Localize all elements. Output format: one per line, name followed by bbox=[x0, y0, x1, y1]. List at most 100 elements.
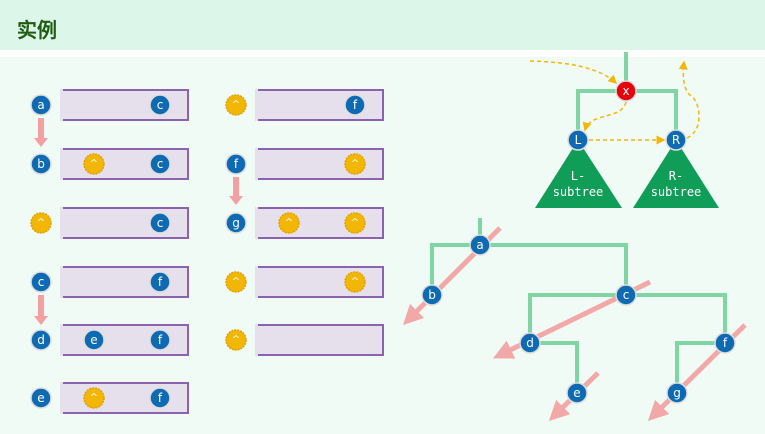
list-row: ^f bbox=[225, 89, 384, 121]
list-row: d e f bbox=[30, 324, 189, 356]
tree-node bbox=[421, 284, 443, 306]
null-pointer-icon bbox=[344, 271, 366, 293]
slot-node-label: ^ bbox=[351, 159, 359, 170]
slot-node bbox=[149, 153, 171, 175]
box-left-edge bbox=[255, 207, 258, 239]
list-box bbox=[255, 324, 384, 356]
tree-node-label: d bbox=[526, 336, 534, 350]
tree-node-label: a bbox=[476, 238, 483, 252]
slot-node bbox=[149, 212, 171, 234]
null-pointer-icon bbox=[225, 271, 247, 293]
list-node-label: d bbox=[37, 333, 45, 347]
slot-node-label: ^ bbox=[285, 218, 293, 229]
slot-node-label: c bbox=[157, 157, 164, 171]
null-pointer-icon bbox=[225, 329, 247, 351]
box-left-edge bbox=[255, 89, 258, 121]
left-subtree-triangle bbox=[535, 140, 622, 208]
box-left-edge bbox=[60, 89, 63, 121]
box-left-edge bbox=[60, 207, 63, 239]
tree-node bbox=[566, 382, 588, 404]
page-title: 实例 bbox=[17, 18, 57, 42]
list-row: ^ bbox=[225, 324, 384, 356]
list-node bbox=[225, 153, 247, 175]
slot-node-label: ^ bbox=[351, 277, 359, 288]
tree-node bbox=[714, 332, 736, 354]
tree-node-label: e bbox=[573, 386, 580, 400]
slot-node-label: c bbox=[157, 98, 164, 112]
slot-node-label: ^ bbox=[90, 393, 98, 404]
traversal-schema: L- subtree R- subtree x L R bbox=[529, 52, 719, 208]
left-node bbox=[567, 129, 589, 151]
list-node-label: f bbox=[234, 157, 239, 171]
exit-arrow bbox=[678, 60, 700, 139]
list-node-label: c bbox=[38, 275, 45, 289]
tree-node bbox=[615, 284, 637, 306]
right-node-label: R bbox=[672, 133, 680, 147]
down-arrow bbox=[34, 295, 48, 325]
binary-tree: a b c d e f g bbox=[402, 218, 747, 422]
tree-node-label: g bbox=[673, 386, 681, 400]
down-arrow bbox=[34, 118, 48, 147]
header: 实例 bbox=[0, 0, 765, 50]
slot-node-label: f bbox=[353, 98, 358, 112]
slot-node-label: f bbox=[158, 391, 163, 405]
box-left-edge bbox=[60, 148, 63, 180]
right-node bbox=[665, 129, 687, 151]
right-subtree-triangle bbox=[633, 140, 719, 208]
tree-node-label: f bbox=[723, 336, 728, 350]
tree-node bbox=[469, 234, 491, 256]
list-node bbox=[30, 329, 52, 351]
slot-node-label: f bbox=[158, 333, 163, 347]
list-node bbox=[225, 212, 247, 234]
slot-node-label: ^ bbox=[90, 159, 98, 170]
slot-node-label: ^ bbox=[351, 218, 359, 229]
null-pointer-icon bbox=[30, 212, 52, 234]
list-row: ^^ bbox=[225, 266, 384, 298]
slot-node bbox=[83, 329, 105, 351]
null-pointer-icon bbox=[278, 212, 300, 234]
slot-node-label: c bbox=[157, 216, 164, 230]
box-left-edge bbox=[255, 266, 258, 298]
left-subtree-label-2: subtree bbox=[553, 185, 604, 199]
list-row: b ^ c bbox=[30, 148, 189, 180]
list-row: e^f bbox=[30, 382, 189, 414]
root-node-label: x bbox=[622, 84, 629, 98]
list-node bbox=[30, 94, 52, 116]
list-node-label: ^ bbox=[232, 277, 240, 288]
slot-node bbox=[149, 387, 171, 409]
slot-node-label: e bbox=[90, 333, 97, 347]
null-pointer-icon bbox=[83, 387, 105, 409]
slot-node bbox=[149, 329, 171, 351]
list-node bbox=[30, 153, 52, 175]
list-node-label: ^ bbox=[232, 100, 240, 111]
to-left-arrow bbox=[582, 101, 627, 132]
box-left-edge bbox=[60, 324, 63, 356]
right-subtree-label-2: subtree bbox=[651, 185, 702, 199]
enter-arrow bbox=[529, 60, 618, 85]
null-pointer-icon bbox=[344, 153, 366, 175]
list-node-label: a bbox=[37, 98, 44, 112]
null-pointer-icon bbox=[225, 94, 247, 116]
tree-node bbox=[666, 382, 688, 404]
box-left-edge bbox=[60, 266, 63, 298]
list-row: f^ bbox=[225, 148, 384, 180]
null-pointer-icon bbox=[344, 212, 366, 234]
box-left-edge bbox=[255, 148, 258, 180]
list-node bbox=[30, 387, 52, 409]
list-row: g^^ bbox=[225, 207, 384, 239]
right-subtree-label-1: R- bbox=[669, 169, 683, 183]
box-left-edge bbox=[60, 382, 63, 414]
left-subtree-label-1: L- bbox=[571, 169, 585, 183]
left-node-label: L bbox=[575, 133, 582, 147]
list-node-label: b bbox=[37, 157, 45, 171]
slot-node bbox=[344, 94, 366, 116]
tree-node-label: c bbox=[623, 288, 630, 302]
slot-node bbox=[149, 271, 171, 293]
down-arrow bbox=[229, 177, 243, 205]
tree-node-label: b bbox=[428, 288, 436, 302]
box-left-edge bbox=[255, 324, 258, 356]
slot-node bbox=[149, 94, 171, 116]
